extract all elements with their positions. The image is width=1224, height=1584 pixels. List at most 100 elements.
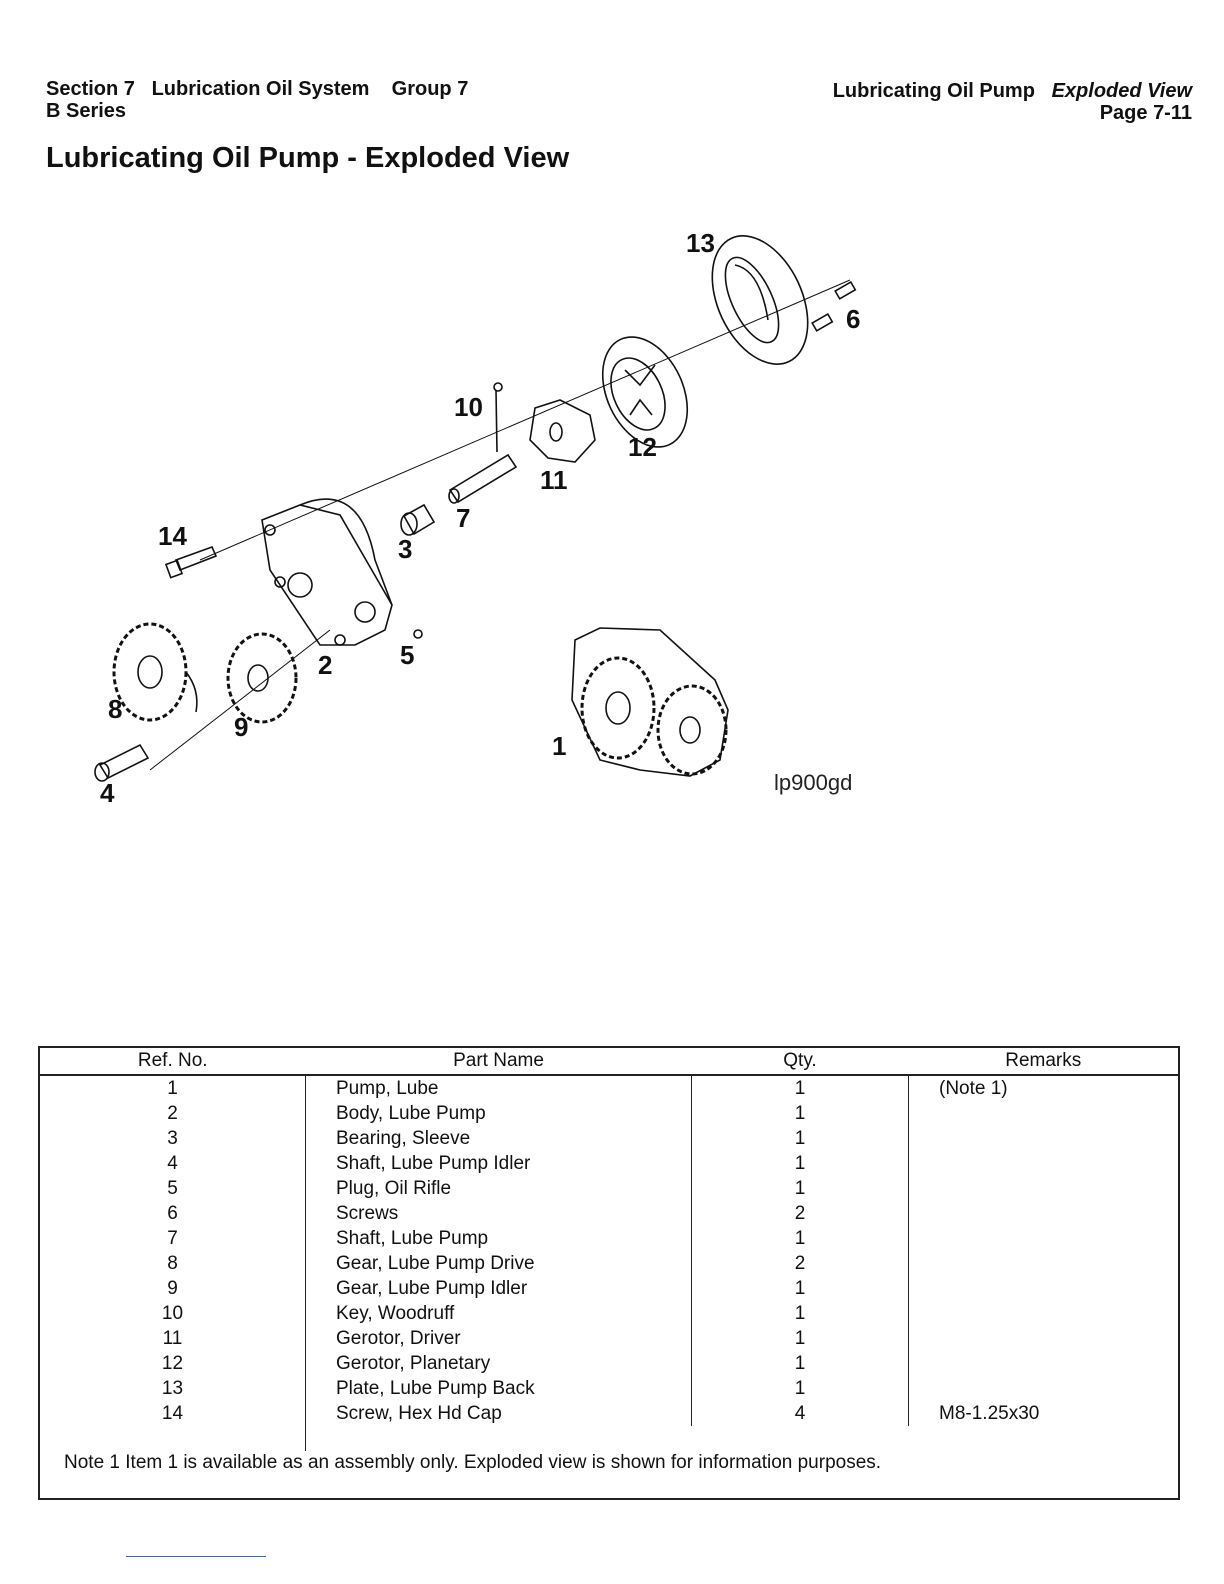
cell-ref: 8 [167, 1253, 178, 1274]
cell-remarks [909, 1326, 1179, 1351]
cell-remarks [909, 1301, 1179, 1326]
cell-part: Plate, Lube Pump Back [305, 1376, 692, 1401]
callout-14: 14 [158, 521, 187, 551]
callout-7: 7 [456, 503, 470, 533]
sleeve-bearing-shape [400, 503, 436, 536]
cell-qty: 1 [691, 1101, 909, 1126]
table-spacer-row [40, 1426, 1178, 1451]
cell-part: Screws [305, 1201, 692, 1226]
cell-part: Shaft, Lube Pump [305, 1226, 692, 1251]
callout-10: 10 [454, 392, 483, 422]
cell-part: Shaft, Lube Pump Idler [305, 1151, 692, 1176]
cell-qty: 1 [691, 1376, 909, 1401]
callout-12: 12 [628, 432, 657, 462]
header-section: Section 7 [46, 78, 135, 100]
callout-1: 1 [552, 731, 566, 761]
cell-ref: 7 [167, 1228, 178, 1249]
pump-shaft-shape [448, 453, 518, 504]
cell-qty: 1 [691, 1301, 909, 1326]
page-header-left: Section 7 Lubrication Oil System Group 7… [46, 78, 468, 122]
table-note: Note 1 Item 1 is available as an assembl… [64, 1452, 882, 1473]
cell-qty: 1 [691, 1226, 909, 1251]
cell-part: Gerotor, Planetary [305, 1351, 692, 1376]
cell-remarks [909, 1151, 1179, 1176]
cell-qty: 2 [691, 1251, 909, 1276]
cell-ref: 4 [167, 1153, 178, 1174]
cell-qty: 1 [691, 1151, 909, 1176]
header-ref-no: Ref. No. [40, 1048, 306, 1076]
figure-id: lp900gd [774, 770, 852, 795]
cell-remarks: (Note 1) [939, 1078, 1008, 1099]
cell-remarks [909, 1101, 1179, 1126]
callout-8: 8 [108, 694, 122, 724]
cell-qty: 1 [691, 1276, 909, 1301]
page-header-right: Lubricating Oil Pump Exploded View Page … [833, 80, 1192, 124]
callout-11: 11 [540, 465, 568, 495]
cell-qty: 4 [691, 1401, 909, 1426]
cell-qty: 1 [691, 1176, 909, 1201]
cell-remarks [909, 1126, 1179, 1151]
callout-9: 9 [234, 712, 248, 742]
assembled-pump-shape [571, 627, 729, 777]
cell-ref: 11 [162, 1328, 183, 1349]
idler-shaft-shape [94, 743, 150, 782]
callout-5: 5 [400, 640, 414, 670]
cell-qty: 1 [691, 1326, 909, 1351]
cell-ref: 6 [167, 1203, 178, 1224]
table-header-row: Ref. No. Part Name Qty. Remarks [40, 1048, 1178, 1076]
header-series: B Series [46, 100, 127, 122]
callout-13: 13 [686, 228, 715, 258]
cell-ref: 12 [161, 1353, 184, 1374]
pump-body-shape [261, 498, 393, 646]
cell-part: Gear, Lube Pump Drive [305, 1251, 692, 1276]
cell-remarks [909, 1376, 1179, 1401]
cell-qty: 1 [691, 1075, 909, 1101]
callout-2: 2 [318, 650, 332, 680]
hex-cap-screw-shape [164, 545, 218, 579]
cell-ref: 5 [167, 1178, 178, 1199]
cell-part: Plug, Oil Rifle [305, 1176, 692, 1201]
cell-part: Pump, Lube [305, 1075, 692, 1101]
drive-gear-shape [112, 622, 198, 722]
footer-rule [126, 1556, 266, 1557]
header-right-view: Exploded View [1051, 80, 1192, 102]
cell-remarks [909, 1201, 1179, 1226]
cell-part: Gear, Lube Pump Idler [305, 1276, 692, 1301]
header-right-title: Lubricating Oil Pump [832, 80, 1035, 102]
cell-qty: 1 [691, 1351, 909, 1376]
header-part-name: Part Name [305, 1048, 692, 1076]
cell-part: Key, Woodruff [305, 1301, 692, 1326]
cell-qty: 1 [691, 1126, 909, 1151]
callout-6: 6 [846, 304, 860, 334]
cell-remarks [909, 1276, 1179, 1301]
cell-qty: 2 [691, 1201, 909, 1226]
page-title: Lubricating Oil Pump - Exploded View [46, 142, 570, 174]
screws-shape [811, 280, 857, 332]
cell-remarks [909, 1176, 1179, 1201]
callout-4: 4 [100, 778, 115, 808]
header-group: Group 7 [391, 78, 469, 100]
cell-remarks [909, 1351, 1179, 1376]
cell-ref: 2 [167, 1103, 178, 1124]
cell-ref: 10 [161, 1303, 184, 1324]
header-qty: Qty. [691, 1048, 909, 1076]
header-system: Lubrication Oil System [151, 78, 370, 100]
cell-ref: 3 [167, 1128, 178, 1149]
planetary-gerotor-shape [601, 336, 689, 448]
cell-ref: 14 [161, 1403, 184, 1424]
cell-part: Body, Lube Pump [305, 1101, 692, 1126]
idler-gear-shape [226, 632, 298, 724]
